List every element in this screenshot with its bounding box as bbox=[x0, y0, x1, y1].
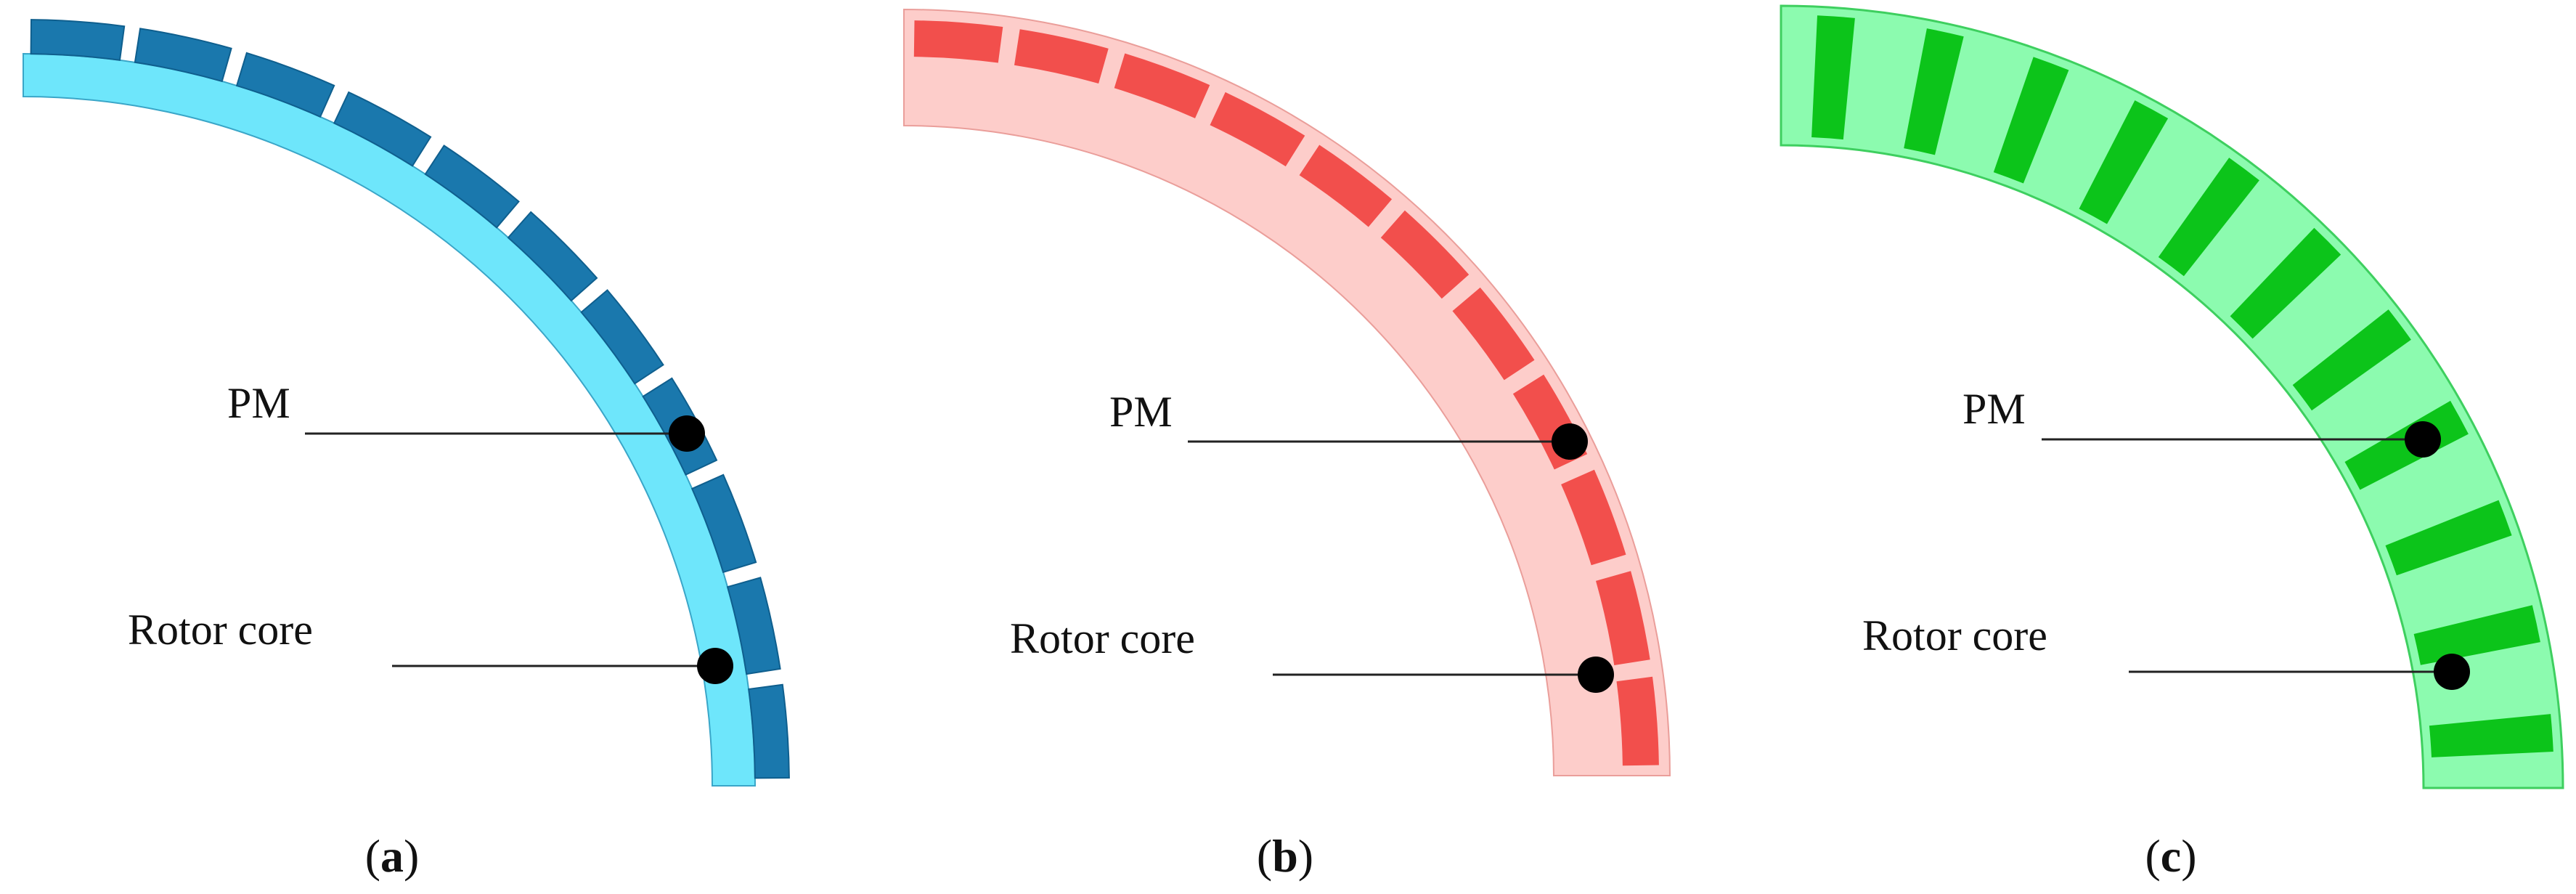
panel-c-rotor-core bbox=[1780, 4, 2564, 789]
panel-c-pm-bar bbox=[2385, 500, 2512, 576]
panel-b-pm-segment bbox=[1299, 145, 1393, 227]
panel-a-pm-segment bbox=[333, 91, 432, 167]
panel-c-core-dot bbox=[2434, 654, 2470, 690]
panel-c-pm-bar bbox=[1811, 15, 1855, 140]
panel-a-pm-segment bbox=[690, 474, 757, 574]
panel-a-pm-segment bbox=[748, 683, 790, 779]
panel-b-pm-segment bbox=[1210, 92, 1305, 167]
panel-b-pm-segment bbox=[1561, 469, 1626, 566]
panel-c-caption: (c) bbox=[2145, 830, 2196, 882]
panel-b-pm-segment bbox=[1014, 29, 1109, 84]
panel-a-caption: (a) bbox=[365, 830, 420, 882]
panel-b-core-label: Rotor core bbox=[1010, 614, 1195, 662]
panel-b-pm-label: PM bbox=[1109, 388, 1173, 436]
panel-a-magnets bbox=[30, 19, 790, 779]
panel-a-pm-label: PM bbox=[227, 379, 290, 427]
panel-a-pm-dot bbox=[669, 415, 705, 452]
panel-b-pm-segment bbox=[1380, 210, 1470, 299]
panel-a-pm-segment bbox=[580, 289, 664, 385]
panel-b-pm-dot bbox=[1552, 423, 1588, 460]
panel-b-pm-segment bbox=[913, 20, 1003, 63]
panel-b-pm-segment bbox=[1452, 287, 1535, 381]
panel-c-pm-label: PM bbox=[1962, 385, 2026, 433]
panel-a: PM Rotor core (a) bbox=[23, 19, 790, 882]
panel-b-magnets bbox=[913, 20, 1659, 766]
panel-a-pm-segment bbox=[30, 19, 126, 61]
panel-a-pm-segment bbox=[235, 52, 335, 118]
panel-c-pm-bar bbox=[2158, 158, 2259, 277]
panel-a-rotor-core bbox=[23, 52, 757, 787]
panel-c-pm-bar bbox=[2230, 227, 2341, 339]
panel-a-core-label: Rotor core bbox=[128, 606, 313, 654]
panel-a-pm-segment bbox=[424, 145, 520, 229]
panel-c-pm-bar bbox=[1993, 57, 2069, 184]
panel-b-pm-segment bbox=[1114, 53, 1210, 118]
panel-b-core-dot bbox=[1578, 657, 1614, 693]
panel-c-pm-bar bbox=[2429, 714, 2553, 757]
panel-b-pm-segment bbox=[1616, 676, 1659, 766]
panel-c-pm-bar bbox=[2292, 309, 2411, 411]
panel-c-core-label: Rotor core bbox=[1862, 611, 2047, 659]
panel-a-pm-segment bbox=[507, 211, 598, 302]
panel-a-pm-segment bbox=[726, 577, 781, 675]
panel-c-pm-bar bbox=[2413, 605, 2540, 665]
panel-a-core-dot bbox=[697, 648, 733, 684]
panel-a-pm-segment bbox=[134, 28, 232, 83]
panel-b: PM Rotor core (b) bbox=[903, 8, 1671, 882]
panel-c-pm-bar bbox=[2079, 100, 2169, 224]
panel-c: PM Rotor core (c) bbox=[1780, 4, 2564, 882]
panel-c-pm-dot bbox=[2405, 421, 2441, 458]
panel-b-pm-segment bbox=[1596, 571, 1650, 665]
panel-b-caption: (b) bbox=[1257, 830, 1313, 882]
panel-c-pm-bar bbox=[1904, 28, 1964, 155]
